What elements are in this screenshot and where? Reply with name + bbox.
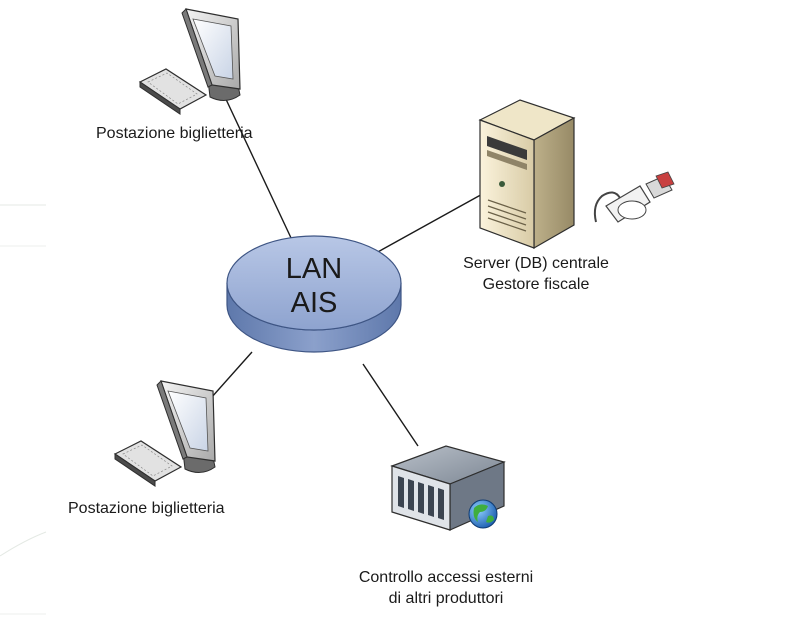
hub-label-line2: AIS bbox=[290, 287, 338, 319]
fiscal-device-icon bbox=[593, 171, 675, 223]
access-control-label-line1: Controllo accessi esterni bbox=[358, 569, 534, 586]
desktop-computer-icon bbox=[113, 380, 216, 487]
server-label-line2: Gestore fiscale bbox=[482, 276, 590, 293]
access-control-label-line2: di altri produttori bbox=[388, 590, 504, 607]
link-workstation-top bbox=[223, 94, 293, 241]
hub-label-line1: LAN bbox=[285, 253, 343, 285]
tower-server-icon bbox=[478, 99, 576, 250]
server-label: Server (DB) centrale Gestore fiscale bbox=[436, 253, 636, 295]
desktop-computer-icon bbox=[138, 8, 241, 115]
background-artifacts bbox=[0, 204, 47, 615]
link-access-control bbox=[362, 363, 419, 447]
lan-hub-icon bbox=[226, 235, 402, 353]
link-server bbox=[375, 191, 487, 254]
workstation-bottom-label: Postazione biglietteria bbox=[68, 500, 225, 517]
rack-server-globe-icon bbox=[390, 445, 506, 531]
access-control-label: Controllo accessi esterni di altri produ… bbox=[326, 567, 566, 609]
hub-label: LAN AIS bbox=[264, 252, 364, 320]
workstation-top-label: Postazione biglietteria bbox=[96, 125, 253, 142]
server-label-line1: Server (DB) centrale bbox=[463, 255, 609, 272]
